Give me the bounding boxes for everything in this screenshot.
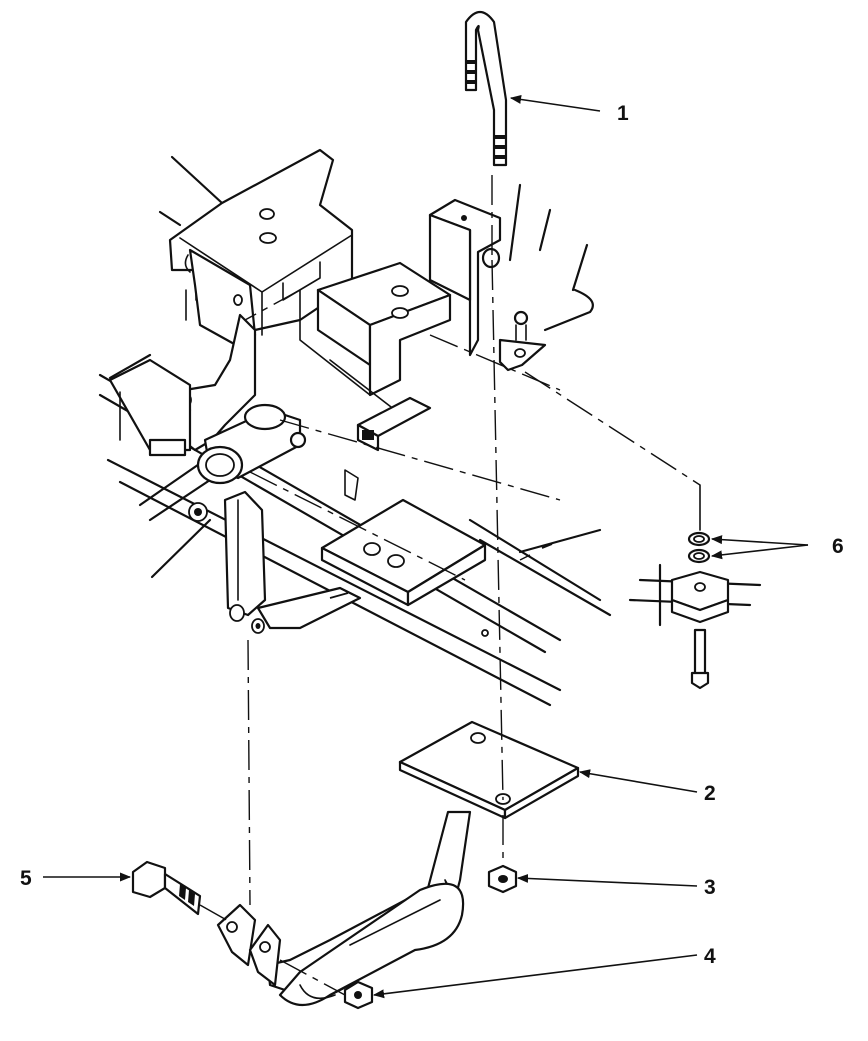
leader-lines xyxy=(43,95,809,999)
left-latch-plate xyxy=(108,313,257,457)
callout-6: 6 xyxy=(832,535,844,558)
assembly-centerlines xyxy=(199,149,701,996)
callout-1: 1 xyxy=(617,102,629,125)
callout-labels: 1 2 3 4 5 6 xyxy=(20,102,844,968)
center-mount-plate xyxy=(299,261,452,411)
right-upper-bracket xyxy=(428,198,547,372)
callout-2: 2 xyxy=(704,782,716,805)
pedal-pad-part-2 xyxy=(398,720,580,820)
pedal-arm xyxy=(216,810,472,1007)
nut-part-3 xyxy=(487,864,518,894)
nut-part-4 xyxy=(343,980,374,1010)
u-bolt-part-1 xyxy=(464,10,508,167)
lower-mount-bracket xyxy=(223,490,362,634)
bolt-part-5 xyxy=(131,860,202,916)
pivot-tube xyxy=(188,403,359,522)
callout-3: 3 xyxy=(704,876,716,899)
center-small-tab xyxy=(356,396,432,452)
callout-4: 4 xyxy=(704,945,716,968)
callout-5: 5 xyxy=(20,867,32,890)
washers-and-clamp-part-6 xyxy=(628,531,762,690)
